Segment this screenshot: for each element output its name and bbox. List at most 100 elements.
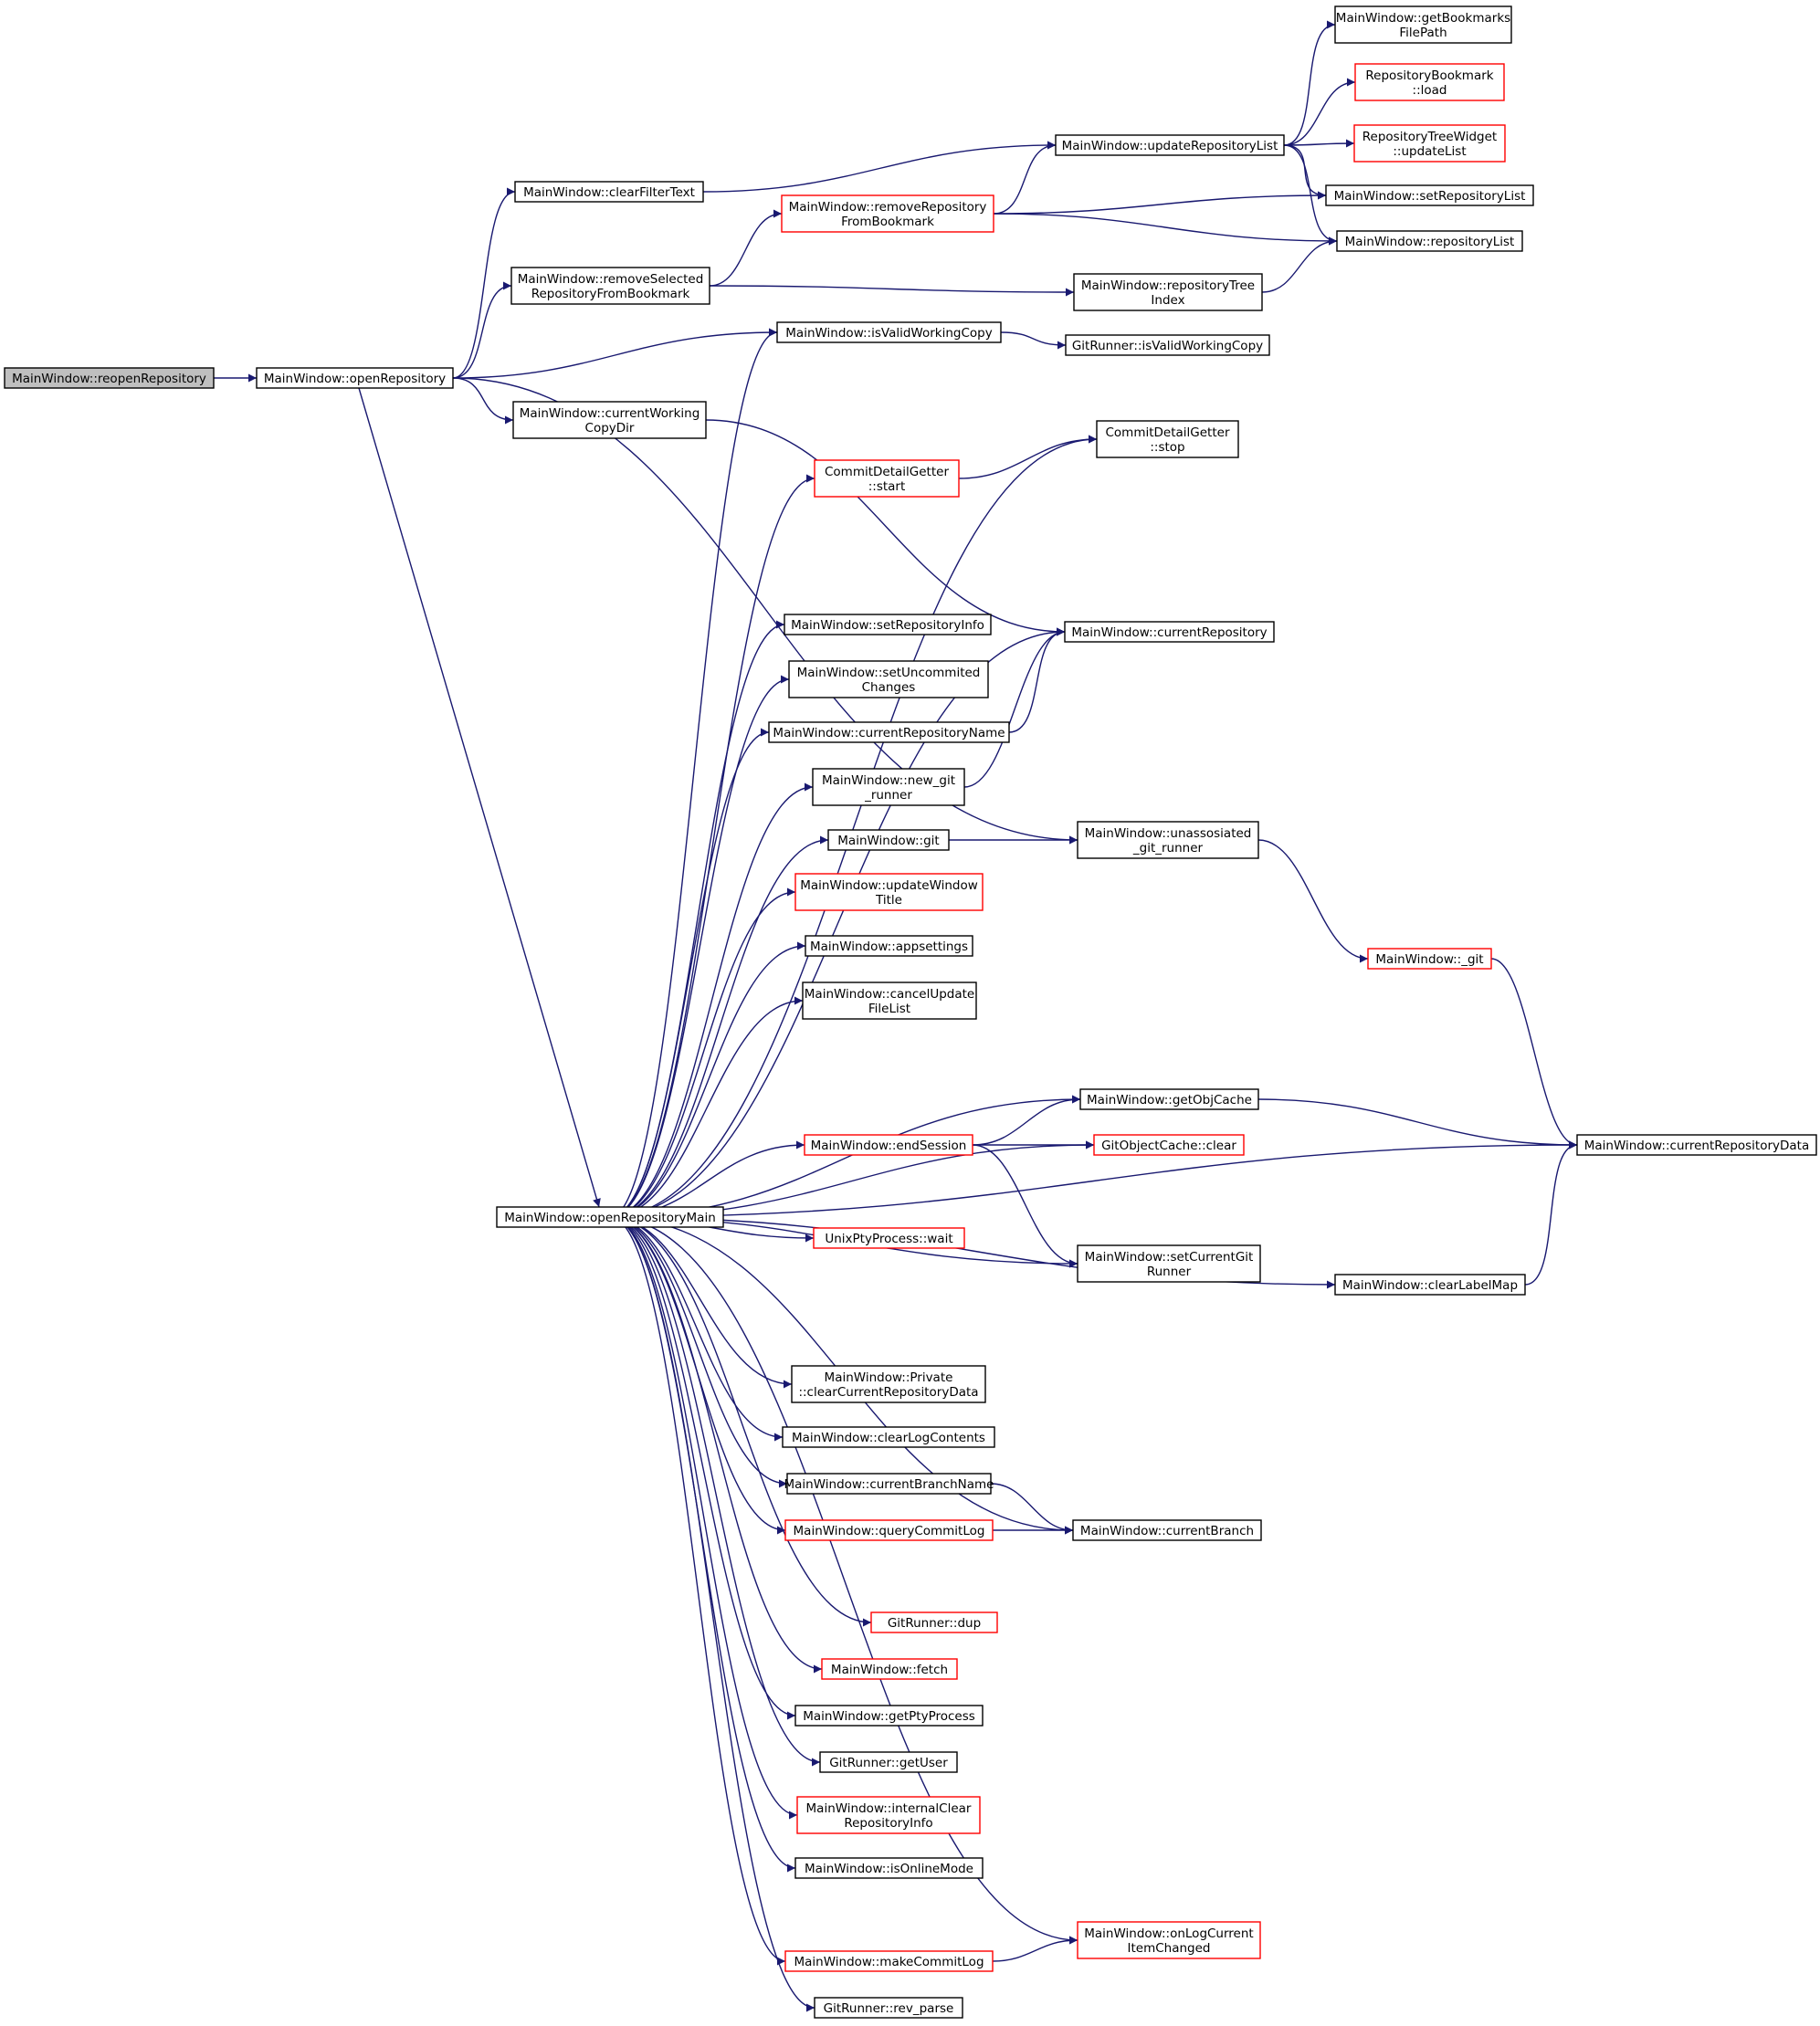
node-box xyxy=(827,829,950,851)
edge-line xyxy=(609,474,815,1218)
edge-line xyxy=(1000,331,1067,350)
edge-openRepoMain-to-revParse xyxy=(609,1216,815,2012)
edge-isValidWC-to-gitIsValid xyxy=(1000,331,1067,350)
node-label: FilePath xyxy=(1399,26,1447,40)
node-openRepoMain[interactable]: MainWindow::openRepositoryMain xyxy=(496,1206,724,1228)
node-updateRepoList[interactable]: MainWindow::updateRepositoryList xyxy=(1055,134,1285,156)
node-box xyxy=(1073,273,1263,311)
node-box xyxy=(805,935,973,957)
edge-openRepoMain-to-currentRepoData xyxy=(609,1140,1578,1218)
node-box xyxy=(794,1857,984,1879)
node-dup[interactable]: GitRunner::dup xyxy=(870,1611,998,1633)
edge-line xyxy=(609,328,778,1218)
node-gitIsValid[interactable]: GitRunner::isValidWorkingCopy xyxy=(1065,334,1270,356)
node-currentRepoData[interactable]: MainWindow::currentRepositoryData xyxy=(1576,1134,1817,1156)
node-gitObjClear[interactable]: GitObjectCache::clear xyxy=(1093,1134,1245,1156)
node-box xyxy=(1055,134,1285,156)
node-box xyxy=(1353,124,1506,163)
node-label: GitRunner::dup xyxy=(888,1616,981,1631)
edge-line xyxy=(1283,144,1327,200)
edge-removeRepoFromBm-to-setRepoList xyxy=(993,191,1327,215)
node-newGitRunner[interactable]: MainWindow::new_git_runner xyxy=(812,768,965,806)
node-label: FileList xyxy=(868,1002,910,1016)
node-appsettings[interactable]: MainWindow::appsettings xyxy=(805,935,973,957)
node-label: CommitDetailGetter xyxy=(1105,425,1229,440)
node-label: MainWindow::updateWindow xyxy=(800,878,978,893)
node-fetch[interactable]: MainWindow::fetch xyxy=(821,1658,958,1680)
edge-line xyxy=(609,1216,872,1627)
edge-openRepo-to-currentWorking xyxy=(452,377,514,425)
node-isValidWC[interactable]: MainWindow::isValidWorkingCopy xyxy=(776,321,1002,343)
edge-line xyxy=(990,1483,1074,1535)
node-unassosiated[interactable]: MainWindow::unassosiated_git_runner xyxy=(1077,821,1259,859)
node-label: Title xyxy=(875,893,902,908)
node-isOnline[interactable]: MainWindow::isOnlineMode xyxy=(794,1857,984,1879)
node-clearFilter[interactable]: MainWindow::clearFilterText xyxy=(514,181,704,203)
node-label: ::clearCurrentRepositoryData xyxy=(798,1385,978,1400)
node-label: MainWindow::removeRepository xyxy=(789,200,987,215)
node-repoList[interactable]: MainWindow::repositoryList xyxy=(1336,230,1523,252)
node-label: RepositoryBookmark xyxy=(1365,68,1493,83)
edge-line xyxy=(1283,78,1356,146)
edge-repoTreeIndex-to-repoList xyxy=(1261,236,1338,293)
edge-line xyxy=(609,435,1098,1218)
node-cdgStop[interactable]: CommitDetailGetter::stop xyxy=(1096,420,1239,458)
node-label: _runner xyxy=(864,788,912,803)
node-label: MainWindow::internalClear xyxy=(806,1801,972,1816)
node-box xyxy=(1576,1134,1817,1156)
node-ptyWait[interactable]: UnixPtyProcess::wait xyxy=(813,1227,965,1249)
node-git[interactable]: MainWindow::git xyxy=(827,829,950,851)
node-clearLabelMap[interactable]: MainWindow::clearLabelMap xyxy=(1334,1274,1526,1296)
node-cdgStart[interactable]: CommitDetailGetter::start xyxy=(814,459,960,498)
node-box xyxy=(1336,230,1523,252)
node-getObjCache[interactable]: MainWindow::getObjCache xyxy=(1079,1088,1259,1110)
node-getUser[interactable]: GitRunner::getUser xyxy=(819,1751,958,1773)
edge-line xyxy=(609,1216,815,2012)
node-label: MainWindow::openRepository xyxy=(264,372,446,386)
node-endSession[interactable]: MainWindow::endSession xyxy=(804,1134,973,1156)
node-reopen[interactable]: MainWindow::reopenRepository xyxy=(4,367,215,389)
node-label: MainWindow::clearFilterText xyxy=(523,185,695,200)
node-box xyxy=(791,1365,986,1403)
node-currentRepoName[interactable]: MainWindow::currentRepositoryName xyxy=(768,721,1010,743)
node-box xyxy=(794,873,984,911)
node-getPty[interactable]: MainWindow::getPtyProcess xyxy=(794,1705,984,1727)
edge-line xyxy=(609,728,770,1218)
node-label: _git_runner xyxy=(1132,841,1204,856)
node-queryCommitLog[interactable]: MainWindow::queryCommitLog xyxy=(784,1519,994,1541)
node-clearLog[interactable]: MainWindow::clearLogContents xyxy=(782,1426,995,1448)
edge-openRepoMain-to-cdgStart xyxy=(609,474,815,1218)
edge-line xyxy=(609,996,804,1218)
node-setRepoList[interactable]: MainWindow::setRepositoryList xyxy=(1325,184,1534,206)
node-openRepo[interactable]: MainWindow::openRepository xyxy=(256,367,454,389)
edge-line xyxy=(1283,144,1338,246)
node-box xyxy=(512,401,707,439)
node-currentRepository[interactable]: MainWindow::currentRepository xyxy=(1064,621,1275,643)
edge-line xyxy=(452,281,512,379)
node-currentBranchName[interactable]: MainWindow::currentBranchName xyxy=(784,1473,994,1495)
edge-openRepoMain-to-git xyxy=(609,835,829,1218)
node-privClear[interactable]: MainWindow::Private::clearCurrentReposit… xyxy=(791,1365,986,1403)
edge-line xyxy=(609,675,790,1218)
node-makeCommitLog[interactable]: MainWindow::makeCommitLog xyxy=(784,1950,994,1972)
node-currentBranch[interactable]: MainWindow::currentBranch xyxy=(1072,1519,1262,1541)
node-treeUpdateList[interactable]: RepositoryTreeWidget::updateList xyxy=(1353,124,1506,163)
edge-clearFilter-to-updateRepoList xyxy=(702,141,1057,193)
node-revParse[interactable]: GitRunner::rev_parse xyxy=(814,1997,963,2019)
node-bookmarkLoad[interactable]: RepositoryBookmark::load xyxy=(1354,63,1505,101)
node-setRepoInfo[interactable]: MainWindow::setRepositoryInfo xyxy=(784,614,992,635)
node-label: MainWindow::queryCommitLog xyxy=(794,1524,985,1538)
node-removeSelected[interactable]: MainWindow::removeSelectedRepositoryFrom… xyxy=(510,267,710,305)
node-label: ::stop xyxy=(1150,440,1184,455)
node-underscoreGit[interactable]: MainWindow::_git xyxy=(1367,948,1492,970)
